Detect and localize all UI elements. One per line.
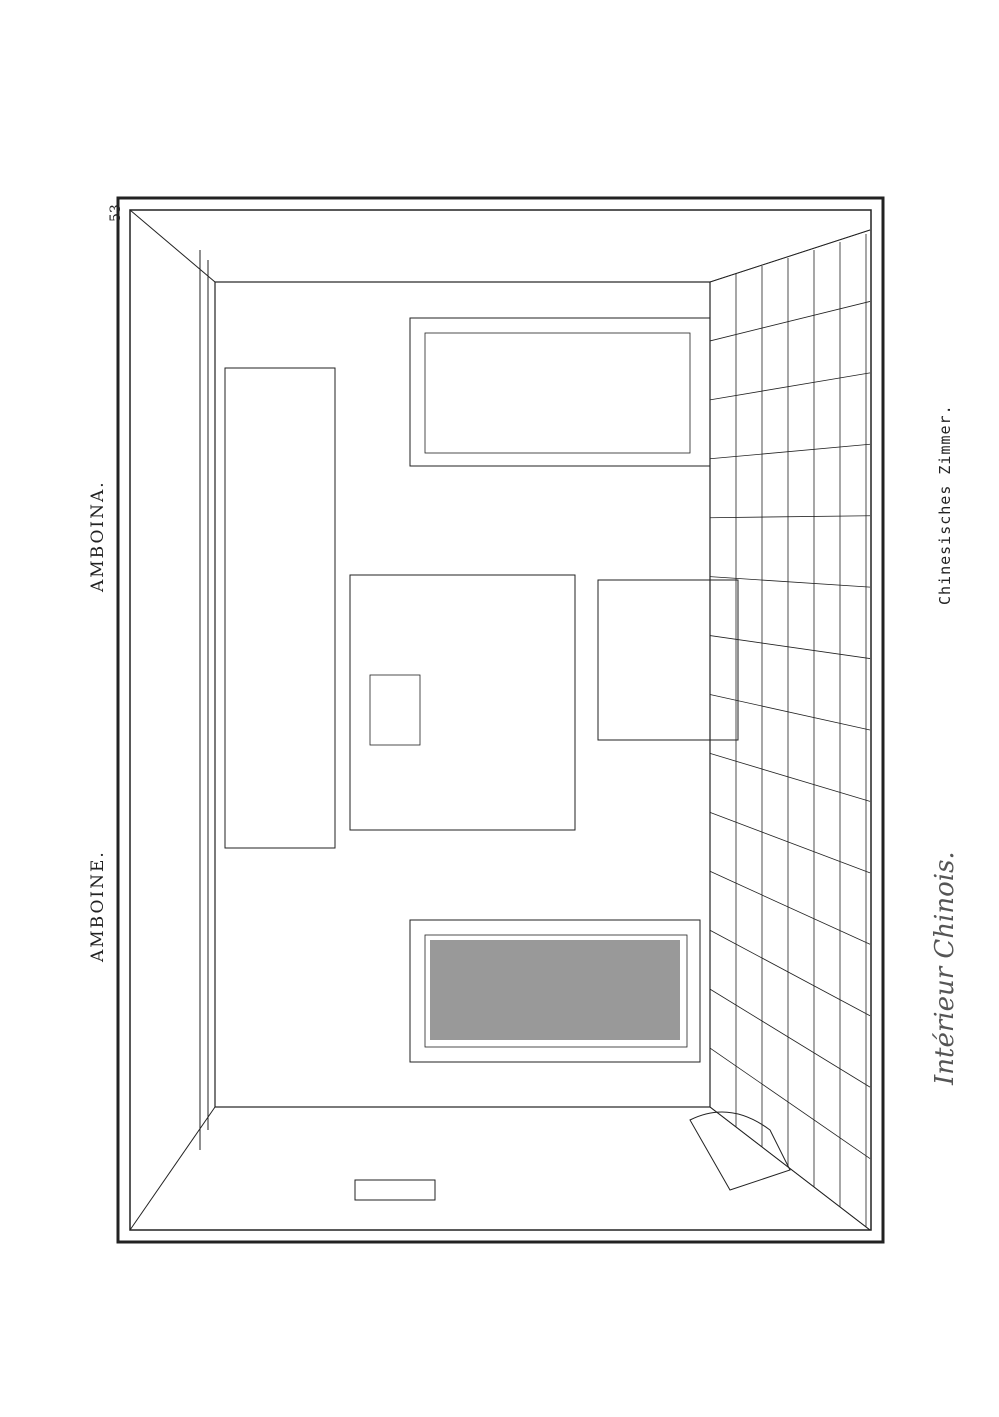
cabinet (597, 579, 739, 741)
header-label-amboina: AMBOINA. (88, 480, 108, 592)
inner-frame (129, 209, 872, 1231)
page-number: 53 (108, 204, 124, 222)
chair (689, 1111, 791, 1191)
right-window (409, 317, 711, 467)
perspective-lines (129, 209, 871, 1231)
header-label-amboine: AMBOINE. (88, 850, 108, 962)
left-window (409, 919, 701, 1063)
outer-frame (116, 196, 885, 1244)
alcove (349, 574, 576, 831)
canopy (224, 367, 336, 849)
caption-german: Chinesisches Zimmer. (936, 404, 954, 605)
caption-french: Intérieur Chinois. (930, 851, 960, 1085)
floor-grid (709, 229, 871, 1231)
lantern (354, 1179, 436, 1201)
